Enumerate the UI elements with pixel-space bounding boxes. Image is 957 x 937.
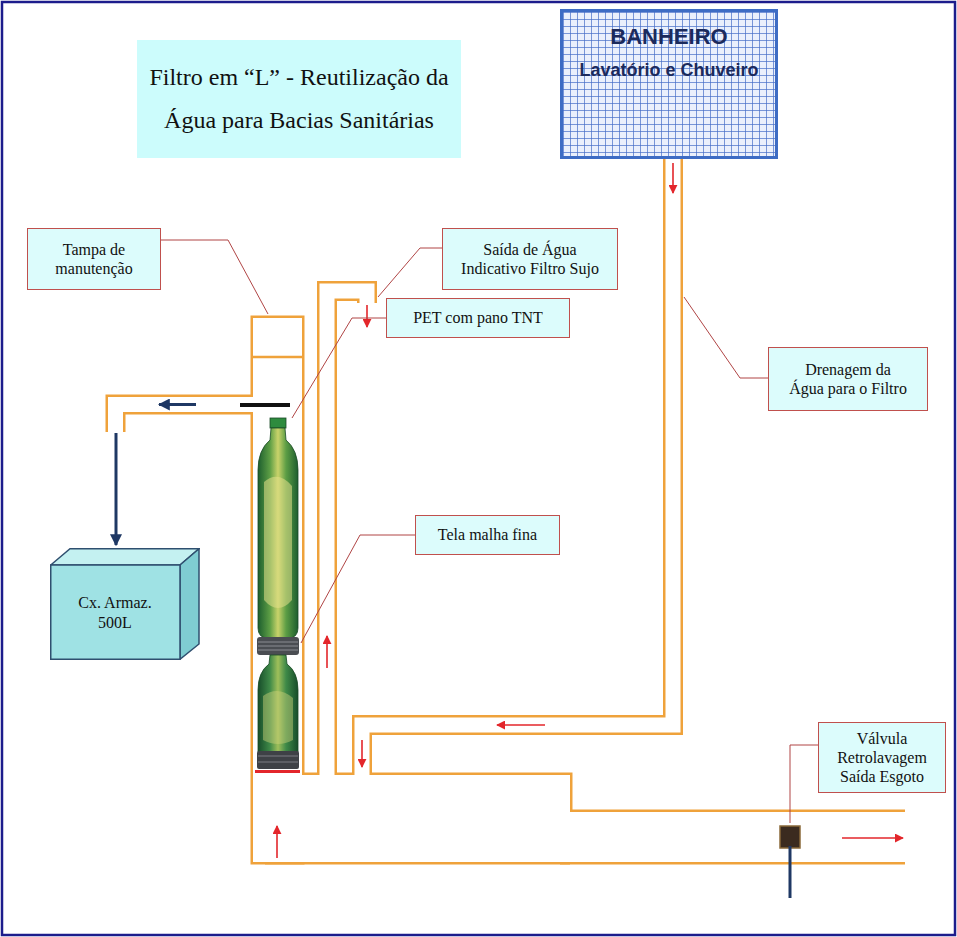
flow-arrow [361,740,363,767]
callout-box: Saída de Água Indicativo Filtro Sujo [442,228,618,290]
callout-box: Válvula Retrolavagem Saída Esgoto [818,722,946,793]
ring-ridge [258,646,298,647]
tank-front [51,565,180,659]
leader-line [378,248,442,297]
ring-ridge [258,642,298,643]
overflow-pipe-inside [327,291,367,790]
sewer-pipe [560,810,905,865]
callout-box: Tampa de manutenção [27,228,161,290]
tnt-cloth [263,691,293,744]
callout-text: Drenagem da Água para o Filtro [788,360,909,398]
bottle-cap [270,418,286,428]
node-content: Válvula Retrolavagem Saída Esgoto [819,723,945,792]
backwash-valve [780,826,800,848]
flow-arrow [366,305,368,327]
flow-arrow [115,433,118,545]
fine-mesh-ring [257,637,299,655]
room-heading: BANHEIRO [610,24,727,50]
cap-ridge [258,756,298,757]
pet-bottle [258,428,298,638]
node-content: Saída de Água Indicativo Filtro Sujo [443,229,617,289]
storage-tank: Cx. Armaz. 500L [50,548,200,660]
leader-lines [160,240,818,823]
cap-ridge [258,762,298,763]
callout-box: PET com pano TNT [386,298,570,338]
flow-arrow [842,837,903,839]
bottle-base-cap [257,751,299,769]
overflow-pipe [327,291,367,790]
callout-text: Saída de Água Indicativo Filtro Sujo [455,240,605,278]
valve-stem [789,846,792,898]
node-content: PET com pano TNT [387,299,569,337]
flow-arrows [277,163,903,858]
bottom-pipe-inside [265,775,570,862]
flow-arrow [326,636,328,668]
leader-line [292,318,386,418]
flow-arrow [276,826,278,858]
drain-pipe [362,150,673,790]
base-mesh [255,770,300,773]
node-content: Tela malha fina [416,516,559,554]
callout-text: Tela malha fina [438,525,537,544]
callout-box: Tela malha fina [415,515,560,555]
title-text: Filtro em “L” - Reutilização da Água par… [145,56,453,142]
flow-arrow [497,724,545,726]
node-content: Drenagem da Água para o Filtro [769,348,927,410]
node-content: BANHEIRO Lavatório e Chuveiro [563,12,775,156]
leader-line [160,240,268,314]
leader-line [790,745,818,823]
clean-water-arrows [116,405,196,546]
callout-text: Tampa de manutenção [34,240,154,278]
outlet-pipe-inside [116,405,271,434]
outlet-pipe [116,405,271,433]
callout-box: Drenagem da Água para o Filtro [768,347,928,411]
maintenance-cap [253,356,302,359]
callout-text: PET com pano TNT [413,308,543,327]
flow-arrow [159,403,196,406]
tnt-cloth [264,477,292,608]
pet-bottle [258,655,298,752]
callout-text: Válvula Retrolavagem Saída Esgoto [830,729,934,787]
pipe-walls [116,150,906,865]
node-content: Tampa de manutenção [28,229,160,289]
room-subheading: Lavatório e Chuveiro [579,60,758,82]
bottom-pipe [265,773,570,865]
bathroom-box: BANHEIRO Lavatório e Chuveiro [560,9,778,159]
tank-top [51,549,199,565]
drain-pipe-inside [362,150,673,790]
title-box: Filtro em “L” - Reutilização da Água par… [137,40,461,158]
leader-line [301,535,415,643]
flow-arrow [672,163,674,193]
pipe-interiors [116,150,907,862]
tank-side [180,549,199,660]
sewer-pipe-inside [560,812,906,862]
node-content: Cx. Armaz. 500L [50,565,180,660]
ring-ridge [258,650,298,651]
pipe-step [570,773,573,813]
callout-text: Cx. Armaz. 500L [67,593,163,633]
leader-line [684,297,768,378]
baffle-bar [240,403,290,407]
